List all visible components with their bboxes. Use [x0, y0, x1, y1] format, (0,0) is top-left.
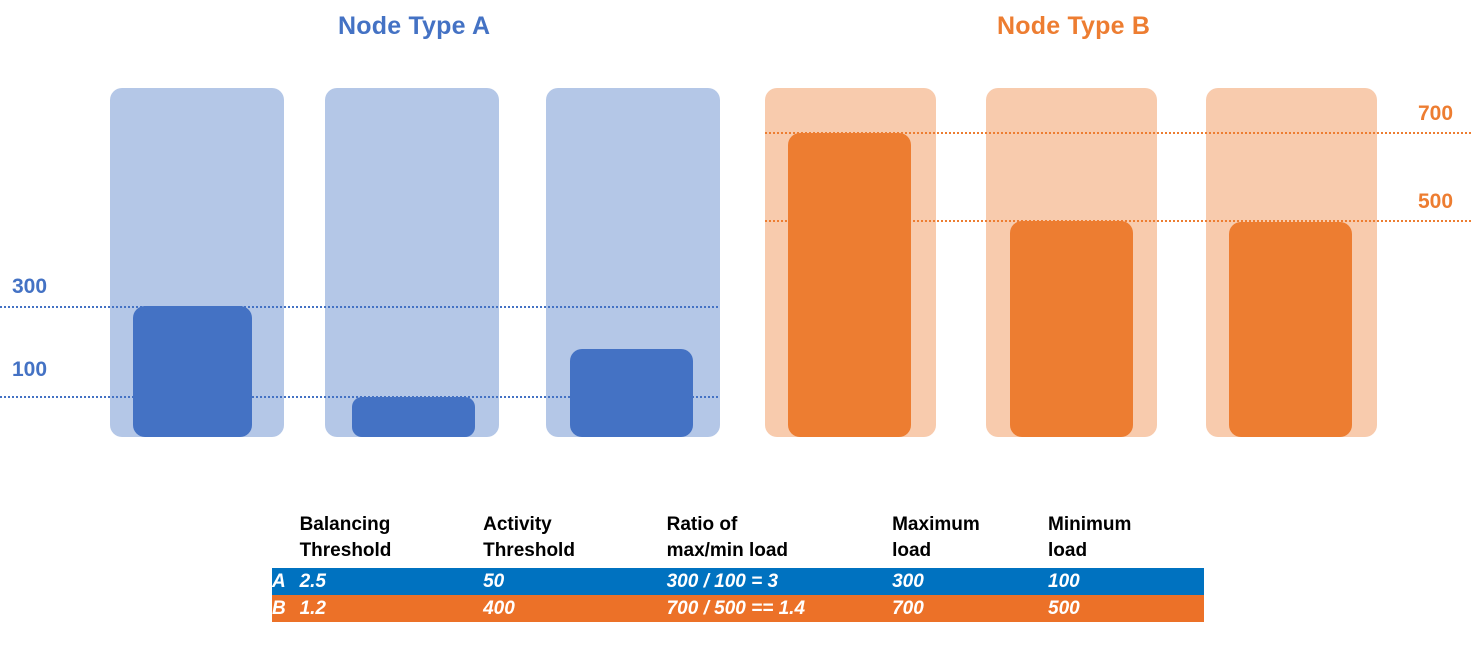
column-header-row-label — [272, 512, 300, 568]
column-header-balancing-threshold-line2: Threshold — [299, 540, 392, 561]
cell-ratio-a: 300 / 100 = 3 — [666, 568, 893, 595]
column-header-ratio-line1: Ratio of — [666, 514, 738, 535]
column-header-balancing-threshold: Balancing Threshold — [300, 512, 484, 568]
column-header-activity-threshold-line2: Threshold — [483, 540, 575, 561]
cell-minimum-load-b: 500 — [1048, 595, 1204, 622]
load-bar-b-2 — [1010, 221, 1133, 437]
threshold-label-b-500: 500 — [1418, 190, 1454, 213]
cell-row-label-b: B — [272, 595, 300, 622]
load-bar-a-1 — [133, 306, 252, 437]
column-header-minimum-load-line1: Minimum — [1048, 514, 1132, 535]
table-row: B 1.2 400 700 / 500 == 1.4 700 500 — [272, 595, 1204, 622]
threshold-line-a-100 — [0, 396, 718, 398]
cell-minimum-load-a: 100 — [1048, 568, 1204, 595]
threshold-line-a-300 — [0, 306, 718, 308]
cell-ratio-b: 700 / 500 == 1.4 — [666, 595, 893, 622]
capacity-bar-a-2 — [325, 88, 499, 437]
threshold-label-b-700: 700 — [1418, 102, 1454, 125]
load-bar-b-1 — [788, 133, 911, 437]
group-title-node-type-b: Node Type B — [997, 12, 1151, 40]
column-header-minimum-load: Minimum load — [1048, 512, 1204, 568]
threshold-label-a-300: 300 — [12, 275, 48, 298]
column-header-activity-threshold: Activity Threshold — [483, 512, 667, 568]
table-header-row: Balancing Threshold Activity Threshold R… — [272, 512, 1204, 568]
cell-activity-threshold-a: 50 — [483, 568, 667, 595]
threshold-line-b-700 — [765, 132, 1471, 134]
load-bar-b-3 — [1229, 222, 1352, 437]
column-header-activity-threshold-line1: Activity — [483, 514, 552, 535]
cell-activity-threshold-b: 400 — [483, 595, 667, 622]
cell-balancing-threshold-a: 2.5 — [299, 568, 484, 595]
cell-row-label-a: A — [272, 568, 300, 595]
column-header-balancing-threshold-line1: Balancing — [299, 514, 391, 535]
threshold-label-a-100: 100 — [12, 358, 48, 381]
column-header-ratio: Ratio of max/min load — [667, 512, 893, 568]
table-row: A 2.5 50 300 / 100 = 3 300 100 — [272, 568, 1204, 595]
load-bar-a-2 — [352, 397, 475, 437]
column-header-maximum-load-line1: Maximum — [892, 514, 980, 535]
summary-table: Balancing Threshold Activity Threshold R… — [272, 512, 1204, 622]
threshold-line-b-500 — [765, 220, 1471, 222]
column-header-minimum-load-line2: load — [1048, 540, 1088, 561]
cell-maximum-load-b: 700 — [892, 595, 1049, 622]
column-header-maximum-load-line2: load — [892, 540, 932, 561]
column-header-maximum-load: Maximum load — [892, 512, 1048, 568]
cell-maximum-load-a: 300 — [892, 568, 1049, 595]
cell-balancing-threshold-b: 1.2 — [299, 595, 484, 622]
load-bar-a-3 — [570, 349, 693, 437]
column-header-ratio-line2: max/min load — [666, 540, 789, 561]
group-title-node-type-a: Node Type A — [338, 12, 491, 40]
